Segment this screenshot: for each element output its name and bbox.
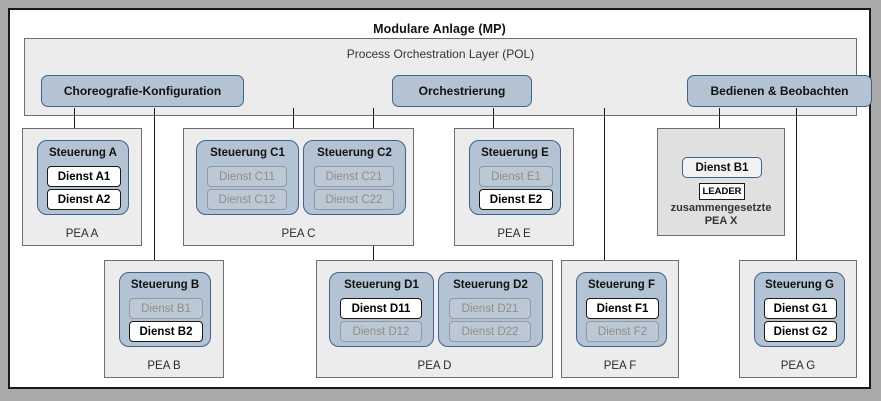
controller-title: Steuerung C1 bbox=[210, 147, 285, 159]
pea-e-container[interactable]: Steuerung E Dienst E1 Dienst E2 PEA E bbox=[454, 128, 574, 246]
pea-d-container[interactable]: Steuerung D1 Dienst D11 Dienst D12 Steue… bbox=[316, 260, 553, 378]
controller-title: Steuerung B bbox=[130, 279, 200, 291]
pol-button-label: Bedienen & Beobachten bbox=[710, 84, 849, 98]
controller-steuerung-d1[interactable]: Steuerung D1 Dienst D11 Dienst D12 bbox=[329, 272, 434, 347]
service-dienst-d21[interactable]: Dienst D21 bbox=[449, 298, 531, 319]
leader-badge: LEADER bbox=[699, 183, 745, 200]
pea-b-container[interactable]: Steuerung B Dienst B1 Dienst B2 PEA B bbox=[104, 260, 224, 378]
service-dienst-d11[interactable]: Dienst D11 bbox=[340, 298, 422, 319]
service-dienst-g2[interactable]: Dienst G2 bbox=[764, 321, 837, 342]
connector-pea-c bbox=[293, 108, 294, 128]
connector-pea-e bbox=[493, 108, 494, 128]
service-dienst-b1-composite[interactable]: Dienst B1 bbox=[682, 157, 762, 178]
controller-steuerung-b[interactable]: Steuerung B Dienst B1 Dienst B2 bbox=[119, 272, 211, 347]
service-dienst-a2[interactable]: Dienst A2 bbox=[47, 189, 121, 210]
pea-e-label: PEA E bbox=[497, 228, 531, 240]
pol-button-bedienen-beobachten[interactable]: Bedienen & Beobachten bbox=[687, 75, 872, 107]
service-dienst-d12[interactable]: Dienst D12 bbox=[340, 321, 422, 342]
service-dienst-e1[interactable]: Dienst E1 bbox=[479, 166, 553, 187]
pea-g-label: PEA G bbox=[780, 360, 816, 372]
pea-c-container[interactable]: Steuerung C1 Dienst C11 Dienst C12 Steue… bbox=[183, 128, 414, 246]
pea-x-caption-line1: zusammengesetzte bbox=[670, 202, 772, 214]
controller-title: Steuerung D2 bbox=[453, 279, 528, 291]
connector-pea-f bbox=[604, 108, 605, 260]
pea-x-caption: zusammengesetzte PEA X bbox=[658, 202, 784, 228]
connector-pea-a bbox=[74, 108, 75, 128]
controller-title: Steuerung D1 bbox=[344, 279, 419, 291]
page-title: Modulare Anlage (MP) bbox=[373, 22, 506, 36]
process-orchestration-layer: Process Orchestration Layer (POL) Choreo… bbox=[24, 38, 872, 116]
service-dienst-e2[interactable]: Dienst E2 bbox=[479, 189, 553, 210]
service-dienst-g1[interactable]: Dienst G1 bbox=[764, 298, 837, 319]
controller-title: Steuerung E bbox=[481, 147, 549, 159]
service-dienst-b1[interactable]: Dienst B1 bbox=[129, 298, 203, 319]
controller-title: Steuerung A bbox=[49, 147, 117, 159]
pol-button-label: Choreografie-Konfiguration bbox=[63, 84, 222, 98]
controller-steuerung-g[interactable]: Steuerung G Dienst G1 Dienst G2 bbox=[754, 272, 845, 347]
modular-plant-frame: Modulare Anlage (MP) Process Orchestrati… bbox=[8, 8, 872, 389]
pol-button-orchestrierung[interactable]: Orchestrierung bbox=[392, 75, 532, 107]
pea-c-label: PEA C bbox=[281, 228, 316, 240]
pea-a-container[interactable]: Steuerung A Dienst A1 Dienst A2 PEA A bbox=[22, 128, 142, 246]
pea-a-label: PEA A bbox=[65, 228, 99, 240]
service-dienst-b2[interactable]: Dienst B2 bbox=[129, 321, 203, 342]
controller-title: Steuerung F bbox=[587, 279, 656, 291]
pea-f-container[interactable]: Steuerung F Dienst F1 Dienst F2 PEA F bbox=[561, 260, 679, 378]
controller-steuerung-d2[interactable]: Steuerung D2 Dienst D21 Dienst D22 bbox=[438, 272, 543, 347]
controller-steuerung-c2[interactable]: Steuerung C2 Dienst C21 Dienst C22 bbox=[303, 140, 406, 215]
controller-steuerung-e[interactable]: Steuerung E Dienst E1 Dienst E2 bbox=[469, 140, 561, 215]
service-dienst-c11[interactable]: Dienst C11 bbox=[207, 166, 287, 187]
service-dienst-d22[interactable]: Dienst D22 bbox=[449, 321, 531, 342]
pea-d-label: PEA D bbox=[417, 360, 452, 372]
service-dienst-c21[interactable]: Dienst C21 bbox=[314, 166, 394, 187]
pol-button-label: Orchestrierung bbox=[418, 84, 506, 98]
pea-b-label: PEA B bbox=[147, 360, 181, 372]
controller-title: Steuerung C2 bbox=[317, 147, 392, 159]
service-dienst-c12[interactable]: Dienst C12 bbox=[207, 189, 287, 210]
controller-title: Steuerung G bbox=[764, 279, 834, 291]
controller-steuerung-f[interactable]: Steuerung F Dienst F1 Dienst F2 bbox=[576, 272, 667, 347]
service-dienst-a1[interactable]: Dienst A1 bbox=[47, 166, 121, 187]
controller-steuerung-a[interactable]: Steuerung A Dienst A1 Dienst A2 bbox=[37, 140, 129, 215]
pea-x-caption-line2: PEA X bbox=[704, 215, 738, 227]
pol-button-choreografie-konfiguration[interactable]: Choreografie-Konfiguration bbox=[41, 75, 244, 107]
service-dienst-f2[interactable]: Dienst F2 bbox=[586, 321, 659, 342]
connector-pea-b bbox=[154, 108, 155, 260]
pea-x-composite-container[interactable]: Dienst B1 LEADER zusammengesetzte PEA X bbox=[657, 128, 785, 236]
pol-title: Process Orchestration Layer (POL) bbox=[346, 47, 535, 61]
service-dienst-f1[interactable]: Dienst F1 bbox=[586, 298, 659, 319]
connector-pea-g bbox=[796, 108, 797, 260]
service-dienst-c22[interactable]: Dienst C22 bbox=[314, 189, 394, 210]
controller-steuerung-c1[interactable]: Steuerung C1 Dienst C11 Dienst C12 bbox=[196, 140, 299, 215]
pea-f-label: PEA F bbox=[603, 360, 637, 372]
pea-g-container[interactable]: Steuerung G Dienst G1 Dienst G2 PEA G bbox=[739, 260, 857, 378]
connector-pea-x bbox=[719, 108, 720, 128]
